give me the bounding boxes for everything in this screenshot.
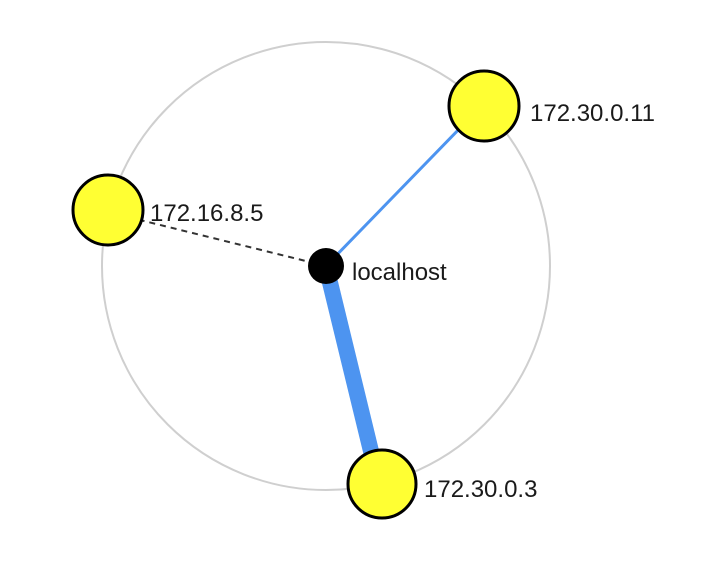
peer-node-172-30-0-3[interactable]	[346, 448, 418, 520]
peer-label-172-16-8-5: 172.16.8.5	[150, 200, 263, 227]
center-node-localhost[interactable]	[308, 248, 344, 284]
link-172-30-0-11[interactable]	[324, 122, 466, 268]
peer-node-172-16-8-5[interactable]	[71, 173, 145, 247]
peer-label-172-30-0-11: 172.30.0.11	[530, 100, 655, 127]
link-172-30-0-3[interactable]	[318, 264, 386, 482]
center-node-label: localhost	[352, 259, 447, 286]
link-172-16-8-5[interactable]	[139, 219, 327, 267]
orbit-ring	[101, 41, 551, 491]
peer-node-172-30-0-11[interactable]	[447, 69, 521, 143]
peer-label-172-30-0-3: 172.30.0.3	[424, 476, 537, 503]
